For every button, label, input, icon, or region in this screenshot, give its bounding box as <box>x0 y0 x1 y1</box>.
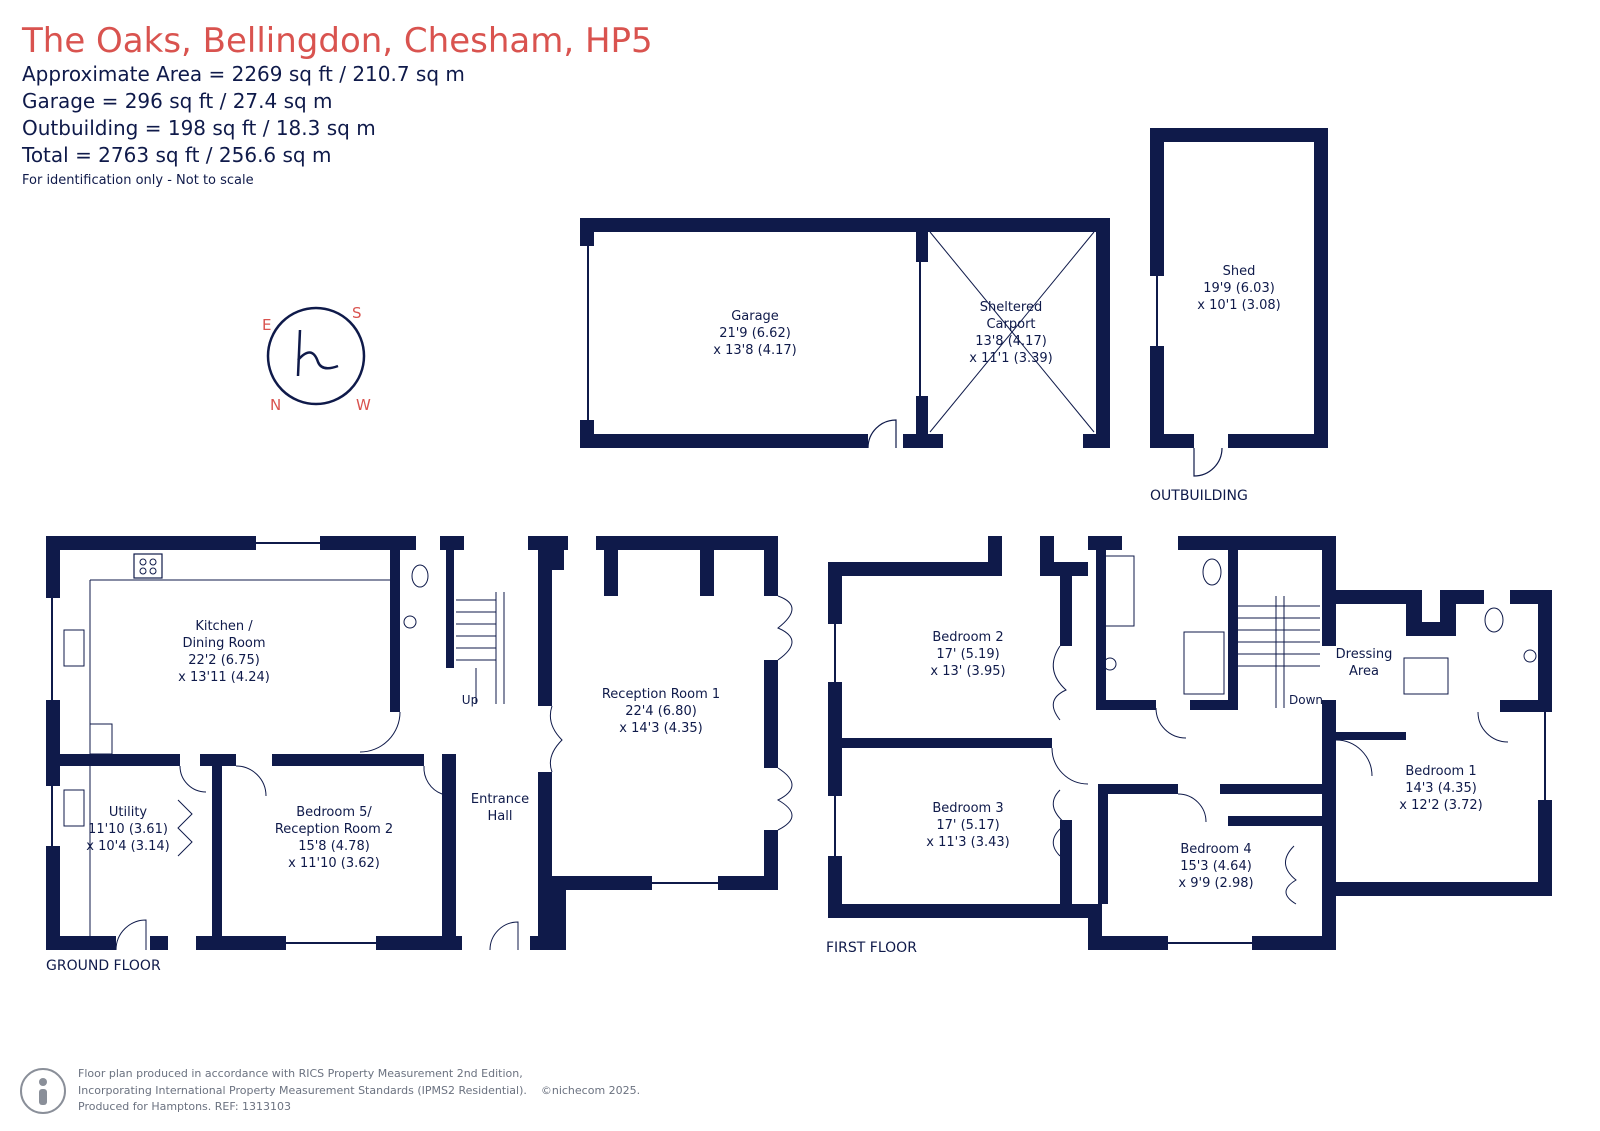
footer-line1: Floor plan produced in accordance with R… <box>78 1067 523 1080</box>
toilet-icon <box>411 564 429 588</box>
bedroom3-dim1: 17' (5.17) <box>936 818 999 833</box>
ensuite-shower-icon <box>1403 657 1449 695</box>
stairs-icon <box>1238 596 1320 708</box>
footer-text: Floor plan produced in accordance with R… <box>78 1066 527 1116</box>
bedroom3-label: Bedroom 3 <box>932 801 1003 816</box>
property-title: The Oaks, Bellingdon, Chesham, HP5 <box>22 21 653 61</box>
header: The Oaks, Bellingdon, Chesham, HP5 Appro… <box>22 21 653 189</box>
shed-dim1: 19'9 (6.03) <box>1203 281 1275 296</box>
utility-dim1: 11'10 (3.61) <box>88 822 168 837</box>
logo-icon <box>296 329 339 377</box>
stairs-up-label: Up <box>462 693 478 707</box>
bedroom4-dim1: 15'3 (4.64) <box>1180 859 1252 874</box>
kitchen-dim1: 22'2 (6.75) <box>188 653 260 668</box>
compass-e: E <box>262 316 271 334</box>
shed-door <box>1156 276 1223 477</box>
basin-icon <box>403 615 417 629</box>
kitchen-label: Kitchen / <box>195 619 253 634</box>
bedroom1-dim1: 14'3 (4.35) <box>1405 781 1477 796</box>
outbuilding-label: OUTBUILDING <box>1150 488 1248 504</box>
bedroom4-label: Bedroom 4 <box>1180 842 1251 857</box>
garage-dim1: 21'9 (6.62) <box>719 326 791 341</box>
dressing-label-2: Area <box>1349 664 1379 679</box>
footer-line3: Produced for Hamptons. REF: 1313103 <box>78 1100 292 1113</box>
shed-label: Shed <box>1223 264 1256 279</box>
garage-dim2: x 13'8 (4.17) <box>713 343 796 358</box>
compass-n: N <box>270 396 281 414</box>
basin-icon <box>1103 657 1117 671</box>
carport-dim1: 13'8 (4.17) <box>975 334 1047 349</box>
garage-label: Garage <box>731 309 779 324</box>
compass-icon: S W N E <box>262 304 371 414</box>
toilet-icon <box>1202 558 1222 586</box>
kitchen-dim2: x 13'11 (4.24) <box>178 670 270 685</box>
reception1-label: Reception Room 1 <box>602 687 720 702</box>
stairs-icon <box>456 592 505 704</box>
kitchen-sink-icon <box>63 629 85 667</box>
hall-label-2: Hall <box>488 809 513 824</box>
footer-line2: Incorporating International Property Mea… <box>78 1083 527 1097</box>
approximate-area: Approximate Area = 2269 sq ft / 210.7 sq… <box>22 62 465 87</box>
ensuite-toilet-icon <box>1484 607 1504 633</box>
garage-area: Garage = 296 sq ft / 27.4 sq m <box>22 89 333 114</box>
first-floor-details <box>834 555 1546 944</box>
shed-dim2: x 10'1 (3.08) <box>1197 298 1280 313</box>
bedroom2-label: Bedroom 2 <box>932 630 1003 645</box>
bedroom5-dim1: 15'8 (4.78) <box>298 839 370 854</box>
garage-carport-walls <box>580 218 1110 448</box>
disclaimer-note: For identification only - Not to scale <box>22 173 254 189</box>
carport-cross <box>587 231 1095 449</box>
reception1-dim2: x 14'3 (4.35) <box>619 721 702 736</box>
bedroom3-dim2: x 11'3 (3.43) <box>926 835 1009 850</box>
info-person-icon <box>20 1067 66 1114</box>
first-floor-label: FIRST FLOOR <box>826 940 917 956</box>
bedroom2-dim2: x 13' (3.95) <box>930 664 1005 679</box>
bedroom1-dim2: x 12'2 (3.72) <box>1399 798 1482 813</box>
footer: Floor plan produced in accordance with R… <box>20 1066 640 1116</box>
carport-label: Sheltered <box>980 300 1043 315</box>
ensuite-basin-icon <box>1523 649 1537 663</box>
compass-s: S <box>352 304 362 322</box>
bedroom4-dim2: x 9'9 (2.98) <box>1178 876 1253 891</box>
bedroom5-dim2: x 11'10 (3.62) <box>288 856 380 871</box>
bedroom5-label-2: Reception Room 2 <box>275 822 393 837</box>
stairs-down-label: Down <box>1289 693 1323 707</box>
outbuilding-area: Outbuilding = 198 sq ft / 18.3 sq m <box>22 116 376 141</box>
bedroom2-dim1: 17' (5.19) <box>936 647 999 662</box>
carport-label-2: Carport <box>986 317 1035 332</box>
utility-label: Utility <box>109 805 148 820</box>
utility-dim2: x 10'4 (3.14) <box>86 839 169 854</box>
hob-icon <box>133 553 163 579</box>
utility-sink-icon <box>63 789 85 827</box>
first-floor-walls <box>828 536 1552 950</box>
ground-floor-label: GROUND FLOOR <box>46 958 161 974</box>
bedroom5-label: Bedroom 5/ <box>296 805 372 820</box>
compass-w: W <box>356 396 371 414</box>
ground-floor-walls <box>46 536 778 950</box>
reception1-dim1: 22'4 (6.80) <box>625 704 697 719</box>
hall-label: Entrance <box>471 792 529 807</box>
shower-icon <box>1183 631 1225 695</box>
kitchen-label-2: Dining Room <box>182 636 265 651</box>
ground-floor-details <box>51 542 793 951</box>
copyright: ©nichecom 2025. <box>540 1084 641 1098</box>
shed-walls <box>1150 128 1328 448</box>
dressing-label: Dressing <box>1336 647 1393 662</box>
carport-dim2: x 11'1 (3.39) <box>969 351 1052 366</box>
total-area: Total = 2763 sq ft / 256.6 sq m <box>22 143 332 168</box>
bath-icon <box>1103 555 1135 627</box>
bedroom1-label: Bedroom 1 <box>1405 764 1476 779</box>
